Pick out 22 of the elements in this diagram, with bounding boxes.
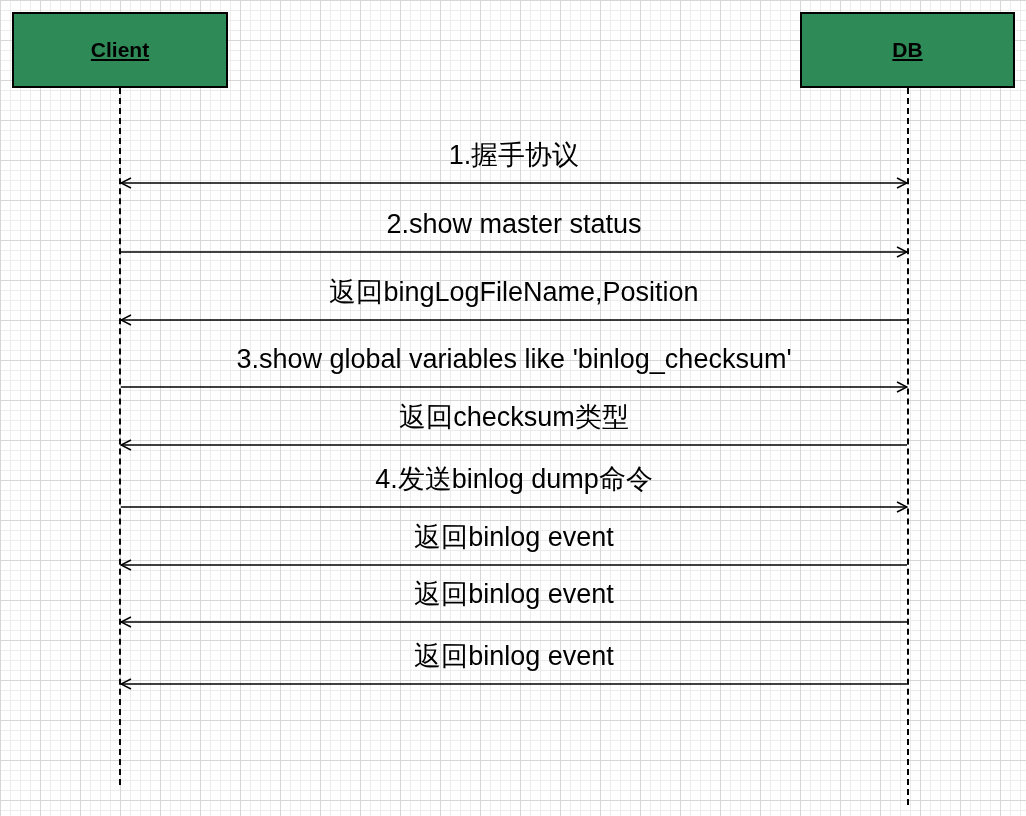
message-arrow [120,439,908,451]
message-arrow [120,678,908,690]
message-arrow [120,177,908,189]
message-label: 返回binlog event [414,521,614,553]
lifeline [119,88,121,785]
message-label: 返回binlog event [414,640,614,672]
message-label: 4.发送binlog dump命令 [375,463,653,495]
message-label: 返回bingLogFileName,Position [329,276,699,308]
message-label: 3.show global variables like 'binlog_checksum' [236,343,792,375]
message-arrow [120,381,908,393]
message-arrow [120,559,908,571]
message-label: 返回binlog event [414,578,614,610]
message-arrow [120,246,908,258]
message-label: 2.show master status [386,208,642,240]
message-label: 1.握手协议 [448,139,580,171]
lifeline [907,88,909,805]
message-arrow [120,314,908,326]
participant-box: DB [800,12,1015,88]
message-arrow [120,501,908,513]
participant-box: Client [12,12,228,88]
message-arrow [120,616,908,628]
message-label: 返回checksum类型 [399,401,629,433]
